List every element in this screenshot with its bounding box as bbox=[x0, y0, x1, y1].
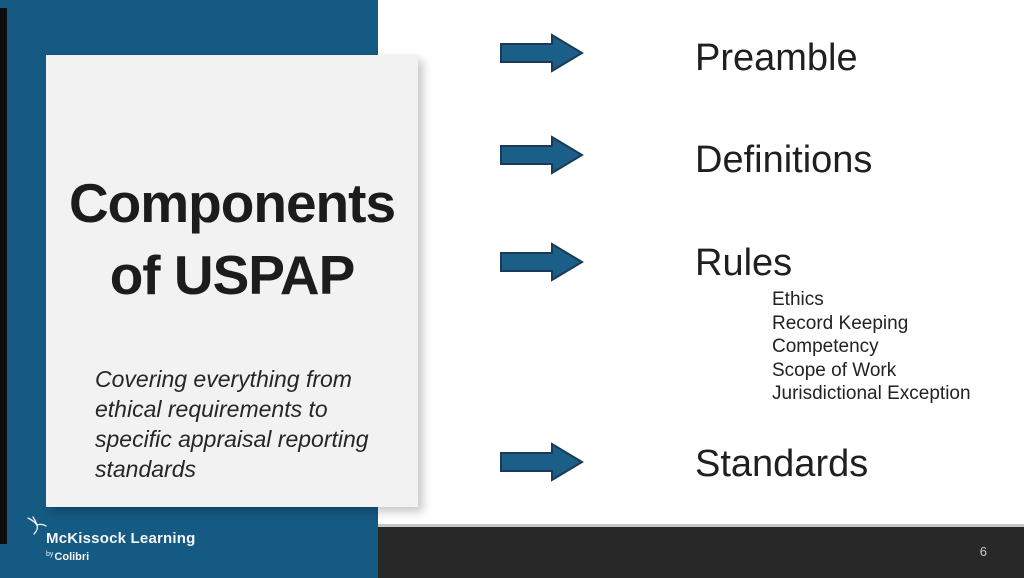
logo-brand: Colibri bbox=[54, 551, 90, 563]
subtitle-line: specific appraisal reporting bbox=[95, 426, 369, 452]
rules-sub-item: Jurisdictional Exception bbox=[772, 383, 971, 404]
item-label-preamble: Preamble bbox=[695, 37, 858, 79]
slide-title-line-2: of USPAP bbox=[109, 244, 356, 306]
title-card: Components of USPAP Covering everything … bbox=[46, 55, 418, 507]
logo-subtext: byColibri bbox=[46, 551, 89, 563]
left-black-edge bbox=[0, 8, 7, 544]
rules-sub-item: Scope of Work bbox=[772, 359, 897, 381]
rules-sub-item: Ethics bbox=[772, 289, 824, 310]
rules-sub-item: Record Keeping bbox=[772, 312, 909, 334]
right-arrow-icon bbox=[500, 442, 584, 482]
logo-by: by bbox=[46, 551, 54, 558]
footer-divider bbox=[378, 524, 1024, 527]
rules-sub-item: Competency bbox=[772, 336, 879, 357]
logo-text: McKissock Learning bbox=[46, 530, 196, 547]
slide-title: Components of USPAP bbox=[46, 167, 418, 311]
slide-subtitle: Covering everything from ethical require… bbox=[95, 364, 410, 484]
rules-sub-list: Ethics Record Keeping Competency Scope o… bbox=[772, 288, 971, 406]
right-arrow-icon bbox=[500, 33, 584, 73]
item-label-definitions: Definitions bbox=[695, 139, 873, 181]
hummingbird-icon bbox=[27, 516, 47, 535]
footer-bar bbox=[378, 527, 1024, 578]
subtitle-line: standards bbox=[95, 456, 197, 482]
page-number: 6 bbox=[979, 544, 987, 559]
right-arrow-icon bbox=[500, 135, 584, 175]
subtitle-line: Covering everything from bbox=[95, 366, 352, 392]
subtitle-line: ethical requirements to bbox=[95, 396, 328, 422]
right-arrow-icon bbox=[500, 242, 584, 282]
slide-title-line-1: Components bbox=[68, 172, 396, 234]
item-label-rules: Rules bbox=[695, 242, 793, 284]
item-label-standards: Standards bbox=[695, 443, 869, 485]
